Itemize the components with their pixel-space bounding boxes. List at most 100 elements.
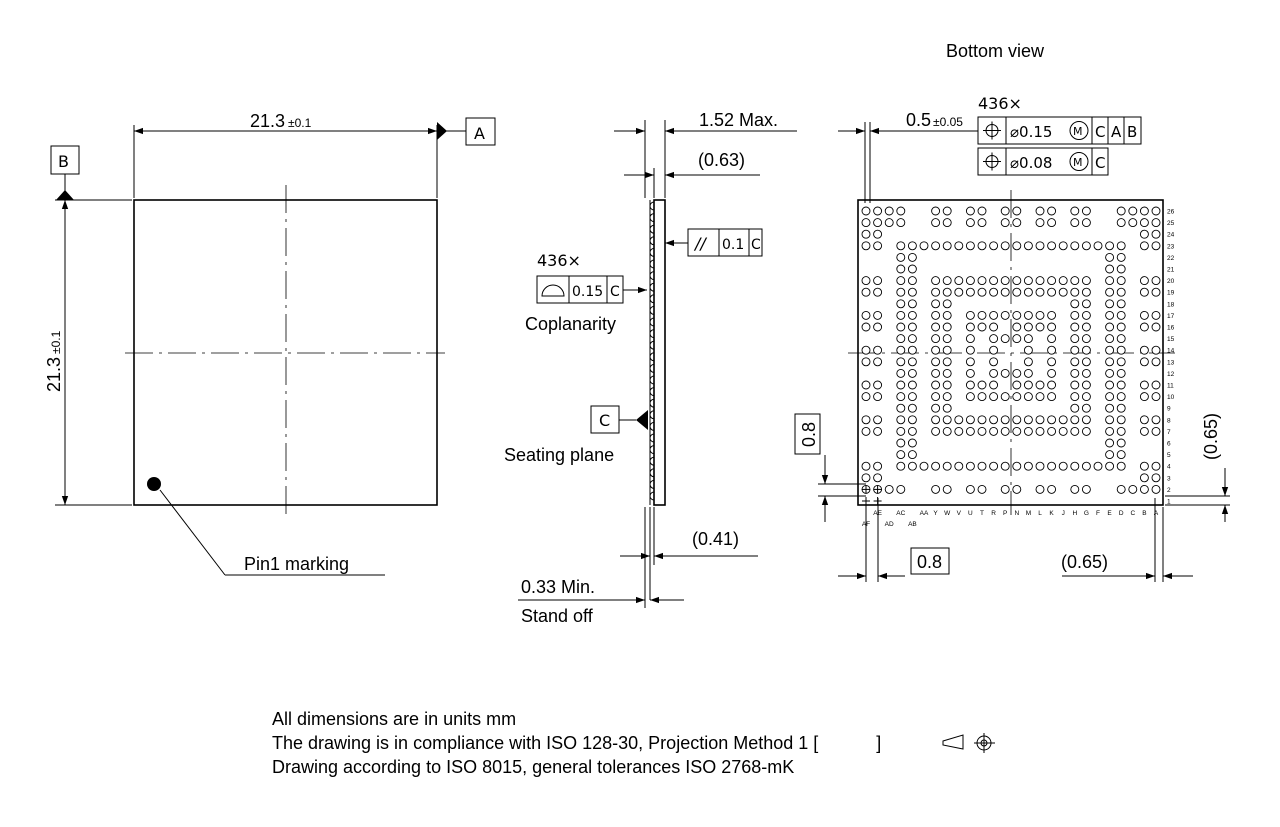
projection-method-icon: [942, 733, 995, 753]
solder-ball: [1012, 310, 1022, 320]
fcf2-tolerance: ⌀0.08: [1010, 154, 1052, 172]
solder-ball: [965, 218, 975, 228]
solder-ball: [1151, 345, 1161, 355]
column-label: E: [1107, 510, 1112, 517]
solder-ball: [1081, 392, 1091, 402]
column-label: H: [1072, 510, 1077, 517]
solder-ball: [1070, 334, 1080, 344]
column-label: Y: [933, 510, 938, 517]
solder-ball: [954, 241, 964, 251]
row-label: 23: [1167, 243, 1175, 250]
solder-ball: [931, 241, 941, 251]
solder-ball: [1070, 287, 1080, 297]
solder-ball: [1105, 403, 1115, 413]
solder-ball: [989, 357, 999, 367]
solder-ball: [1000, 310, 1010, 320]
solder-ball: [931, 334, 941, 344]
solder-ball: [977, 426, 987, 436]
side-solder-ball: [649, 468, 655, 478]
solder-ball: [942, 241, 952, 251]
solder-ball: [977, 206, 987, 216]
solder-ball: [1105, 380, 1115, 390]
solder-ball: [1035, 206, 1045, 216]
solder-ball: [1047, 484, 1057, 494]
row-label: 24: [1167, 232, 1175, 239]
package-bottom-outline: [857, 199, 1164, 506]
solder-ball: [942, 392, 952, 402]
pitch-y-box: [794, 413, 821, 455]
solder-ball: [965, 334, 975, 344]
side-solder-ball: [649, 352, 655, 362]
solder-ball: [1012, 322, 1022, 332]
solder-ball: [896, 368, 906, 378]
solder-ball: [1070, 310, 1080, 320]
column-label: V: [957, 510, 962, 517]
side-solder-ball: [649, 340, 655, 350]
solder-ball: [1000, 334, 1010, 344]
solder-ball: [1151, 241, 1161, 251]
solder-ball: [896, 218, 906, 228]
solder-ball: [965, 241, 975, 251]
edge-y-value: (0.65): [1201, 413, 1221, 460]
solder-ball: [1105, 252, 1115, 262]
profile-surface-icon: [541, 284, 565, 297]
solder-ball: [931, 276, 941, 286]
solder-ball: [1012, 380, 1022, 390]
solder-ball: [1058, 241, 1068, 251]
solder-ball: [873, 229, 883, 239]
solder-ball: [977, 276, 987, 286]
solder-ball: [907, 345, 917, 355]
row-label: 17: [1167, 313, 1175, 320]
solder-ball: [1047, 241, 1057, 251]
solder-ball: [896, 438, 906, 448]
solder-ball: [1070, 380, 1080, 390]
column-label: AB: [908, 521, 917, 528]
row-label: 11: [1167, 383, 1174, 390]
solder-ball: [989, 276, 999, 286]
solder-ball: [1047, 392, 1057, 402]
fcf1-datum-b: B: [1127, 123, 1137, 141]
column-label: AD: [885, 521, 894, 528]
solder-ball: [1139, 345, 1149, 355]
solder-ball: [942, 310, 952, 320]
solder-ball: [1035, 322, 1045, 332]
solder-ball: [1000, 287, 1010, 297]
side-solder-ball: [649, 282, 655, 292]
row-label: 8: [1167, 417, 1171, 424]
coplanarity-label: Coplanarity: [525, 314, 616, 334]
solder-ball: [1081, 334, 1091, 344]
row-label: 6: [1167, 441, 1171, 448]
solder-ball: [931, 426, 941, 436]
solder-ball: [965, 206, 975, 216]
solder-ball: [907, 276, 917, 286]
solder-ball: [1035, 461, 1045, 471]
solder-ball: [965, 287, 975, 297]
solder-ball: [1035, 287, 1045, 297]
solder-ball: [1081, 206, 1091, 216]
solder-ball: [1047, 426, 1057, 436]
solder-ball: [873, 218, 883, 228]
solder-ball: [1023, 334, 1033, 344]
column-label: M: [1026, 510, 1031, 517]
solder-ball: [861, 241, 871, 251]
solder-ball: [1070, 322, 1080, 332]
solder-ball: [896, 310, 906, 320]
row-label: 13: [1167, 359, 1175, 366]
solder-ball: [896, 206, 906, 216]
solder-ball: [965, 484, 975, 494]
side-solder-ball: [649, 294, 655, 304]
solder-ball: [873, 415, 883, 425]
solder-ball: [1116, 380, 1126, 390]
solder-ball: [1128, 218, 1138, 228]
solder-ball: [884, 218, 894, 228]
solder-ball: [1139, 415, 1149, 425]
row-label: 4: [1167, 464, 1171, 471]
solder-ball: [1058, 461, 1068, 471]
row-label: 2: [1167, 487, 1171, 494]
solder-ball: [1047, 218, 1057, 228]
solder-ball: [942, 322, 952, 332]
solder-ball: [896, 322, 906, 332]
solder-ball: [1012, 461, 1022, 471]
solder-ball: [1058, 276, 1068, 286]
solder-ball: [1012, 392, 1022, 402]
